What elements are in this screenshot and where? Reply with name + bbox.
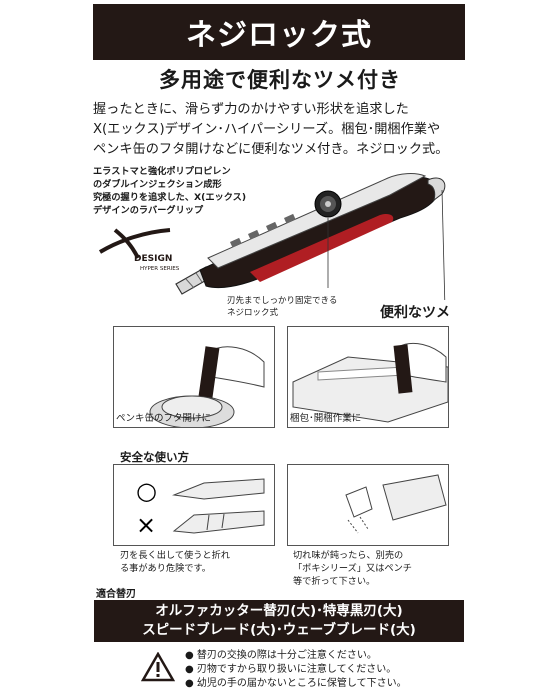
grip-note: エラストマと強化ポリプロピレン のダブルインジェクション成形 究極の握りを追求し… <box>93 165 246 217</box>
claw <box>427 177 446 202</box>
grip-note-line: のダブルインジェクション成形 <box>93 179 222 190</box>
intro-line: 握ったときに、滑らず力のかけやすい形状を追求した <box>93 102 409 117</box>
caution-item: ● 替刃の交換の際は十分ご注意ください。 <box>185 650 377 661</box>
packing-illustration <box>292 342 449 423</box>
safety-warning-line: 切れ味が鈍ったら、別売の <box>293 550 404 561</box>
grip-note-line: エラストマと強化ポリプロピレン <box>93 166 231 177</box>
ok-symbol: ○ <box>136 477 157 505</box>
page-title-banner: ネジロック式 <box>93 4 465 60</box>
paint-can-illustration <box>149 346 265 429</box>
compat-line: スピードブレード(大)･ウェーブブレード(大) <box>142 622 416 638</box>
lock-note: 刃先までしっかり固定できる ネジロック式 <box>227 295 337 319</box>
blade-length-diagram: ○ × <box>136 477 265 539</box>
grip-note-line: デザインのラバーグリップ <box>93 205 204 216</box>
safety-warning-line: 刃を長く出して使うと折れ <box>120 550 230 561</box>
snap-blade-diagram <box>345 474 447 534</box>
safety-panel-ok-ng: ○ × <box>113 464 275 546</box>
logo-text: DESIGN <box>134 254 172 264</box>
caution-list: ● 替刃の交換の際は十分ご注意ください。 ● 刃物ですから取り扱いに注意してくだ… <box>185 649 407 691</box>
lock-note-line: 刃先までしっかり固定できる <box>227 296 338 306</box>
safety-warning-right: 切れ味が鈍ったら、別売の 「ポキシリーズ」又はペンチ 等で折って下さい。 <box>293 549 412 588</box>
x-design-logo: DESIGN HYPER SERIES <box>98 228 180 272</box>
logo-subtext: HYPER SERIES <box>140 266 180 272</box>
rail-slots <box>229 213 296 248</box>
claw-label: 便利なツメ <box>380 305 450 321</box>
usage-panel-packing <box>287 326 449 428</box>
safety-warning-left: 刃を長く出して使うと折れ る事があり危険です。 <box>120 549 230 575</box>
safety-title: 安全な使い方 <box>120 450 189 464</box>
subtitle: 多用途で便利なツメ付き <box>159 68 401 92</box>
safety-warning-line: 「ポキシリーズ」又はペンチ <box>293 563 412 574</box>
compat-blades-banner: オルファカッター替刃(大)･特専黒刃(大) スピードブレード(大)･ウェーブブレ… <box>94 600 464 642</box>
grip-note-line: 究極の握りを追求した、X(エックス) <box>93 192 247 203</box>
lock-wheel <box>314 190 342 218</box>
usage-panel-paint-can <box>113 326 275 429</box>
ng-symbol: × <box>136 511 156 539</box>
compat-label: 適合替刃 <box>96 589 136 600</box>
usage-caption: 梱包･開梱作業に <box>290 413 362 424</box>
caution-item: ● 刃物ですから取り扱いに注意してください。 <box>185 664 397 675</box>
usage-caption: ペンキ缶のフタ開けに <box>116 413 212 424</box>
lock-note-line: ネジロック式 <box>227 308 279 318</box>
cutter-illustration: DESIGN HYPER SERIES <box>98 173 446 300</box>
safety-warning-line: 等で折って下さい。 <box>293 576 376 587</box>
safety-warning-line: る事があり危険です。 <box>120 563 211 574</box>
page-title: ネジロック式 <box>186 18 372 53</box>
compat-line: オルファカッター替刃(大)･特専黒刃(大) <box>155 603 403 619</box>
warning-triangle-icon <box>141 652 175 682</box>
intro-text: 握ったときに、滑らず力のかけやすい形状を追求した X(エックス)デザイン･ハイパ… <box>93 100 473 160</box>
caution-item: ● 幼児の手の届かないところに保管して下さい。 <box>185 678 407 689</box>
intro-line: ペンキ缶のフタ開けなどに便利なツメ付き。ネジロック式。 <box>93 142 449 157</box>
intro-line: X(エックス)デザイン･ハイパーシリーズ。梱包･開梱作業や <box>93 122 441 137</box>
safety-panel-snap <box>287 464 449 546</box>
